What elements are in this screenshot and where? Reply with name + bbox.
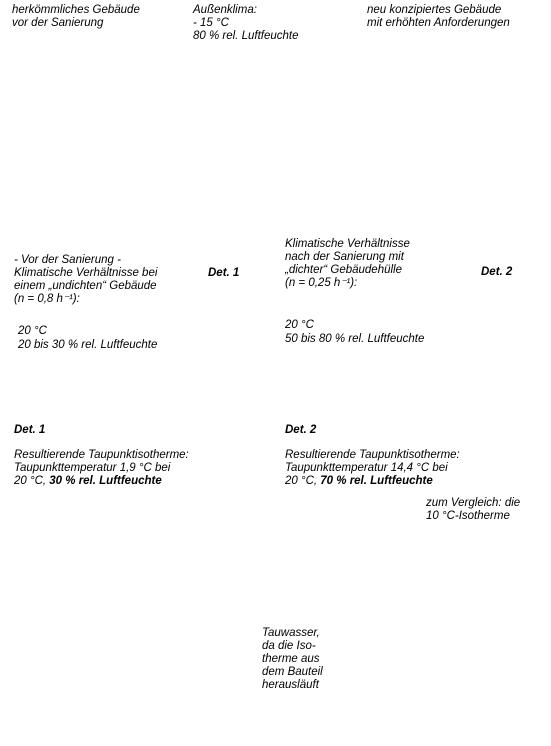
condensate-note-line-4: dem Bauteil <box>262 666 323 678</box>
right-detail-label: Det. 2 <box>481 266 513 278</box>
left-indoor-humidity: 20 bis 30 % rel. Luftfeuchte <box>18 339 158 351</box>
detail2-drawing <box>279 500 546 744</box>
detail1-heading: Det. 1 <box>14 424 46 436</box>
left-climate-text-1: - Vor der Sanierung - <box>14 254 121 266</box>
top-left-caption-line-2: vor der Sanierung <box>12 17 104 29</box>
right-indoor-humidity: 50 bis 80 % rel. Luftfeuchte <box>285 333 425 345</box>
compare-note-line-1: zum Vergleich: die <box>426 497 521 509</box>
detail1-line-3: 20 °C, 30 % rel. Luftfeuchte <box>14 475 162 488</box>
top-right-caption-line-2: mit erhöhten Anforderungen <box>367 17 510 29</box>
detail2-line-2: Taupunkttemperatur 14,4 °C bei <box>285 462 448 474</box>
detail1-line-3-prefix: 20 °C, <box>14 475 50 487</box>
detail1-line-1: Resultierende Taupunktisotherme: <box>14 449 189 461</box>
detail2-line-3: 20 °C, 70 % rel. Luftfeuchte <box>285 475 433 488</box>
detail2-line-3-prefix: 20 °C, <box>285 475 321 487</box>
detail1-line-2: Taupunkttemperatur 1,9 °C bei <box>14 462 171 474</box>
detail1-line-3-bold: 30 % rel. Luftfeuchte <box>49 475 162 487</box>
left-climate-text-2: Klimatische Verhältnisse bei <box>14 267 158 279</box>
right-indoor-temperature: 20 °C <box>285 319 314 331</box>
detail1-isotherm <box>100 498 128 742</box>
detail1-drawing <box>4 498 248 744</box>
outdoor-humidity: 80 % rel. Luftfeuchte <box>193 30 299 42</box>
left-detail-label: Det. 1 <box>208 267 240 279</box>
left-indoor-temperature: 20 °C <box>18 325 47 337</box>
left-roof <box>11 68 246 220</box>
top-right-caption-line-1: neu konzipiertes Gebäude <box>367 4 502 16</box>
condensate-note-line-2: da die Iso- <box>262 640 316 652</box>
right-climate-text-1: Klimatische Verhältnisse <box>285 238 410 250</box>
top-left-caption-line-1: herkömmliches Gebäude <box>12 4 140 16</box>
condensate-note-line-3: therme aus <box>262 653 320 665</box>
condensate-note-line-1: Tauwasser, <box>262 627 320 639</box>
detail2-line-1: Resultierende Taupunktisotherme: <box>285 449 460 461</box>
detail2-ten-degree-isotherm <box>360 512 411 743</box>
outdoor-climate-label: Außenklima: <box>193 4 257 16</box>
right-climate-text-3: „dichter“ Gebäudehülle <box>285 264 402 276</box>
compare-note-line-2: 10 °C-Isotherme <box>426 510 510 522</box>
left-climate-text-4: (n = 0,8 h⁻¹): <box>14 293 80 305</box>
right-climate-text-2: nach der Sanierung mit <box>285 251 404 263</box>
left-climate-text-3: einem „undichten“ Gebäude <box>14 280 157 292</box>
detail2-isotherm <box>291 501 364 744</box>
detail2-heading: Det. 2 <box>285 424 317 436</box>
detail2-line-3-bold: 70 % rel. Luftfeuchte <box>320 475 433 487</box>
right-climate-text-4: (n = 0,25 h⁻¹): <box>285 277 358 289</box>
outdoor-temperature: - 15 °C <box>193 17 229 29</box>
condensate-note-line-5: herausläuft <box>262 679 319 691</box>
